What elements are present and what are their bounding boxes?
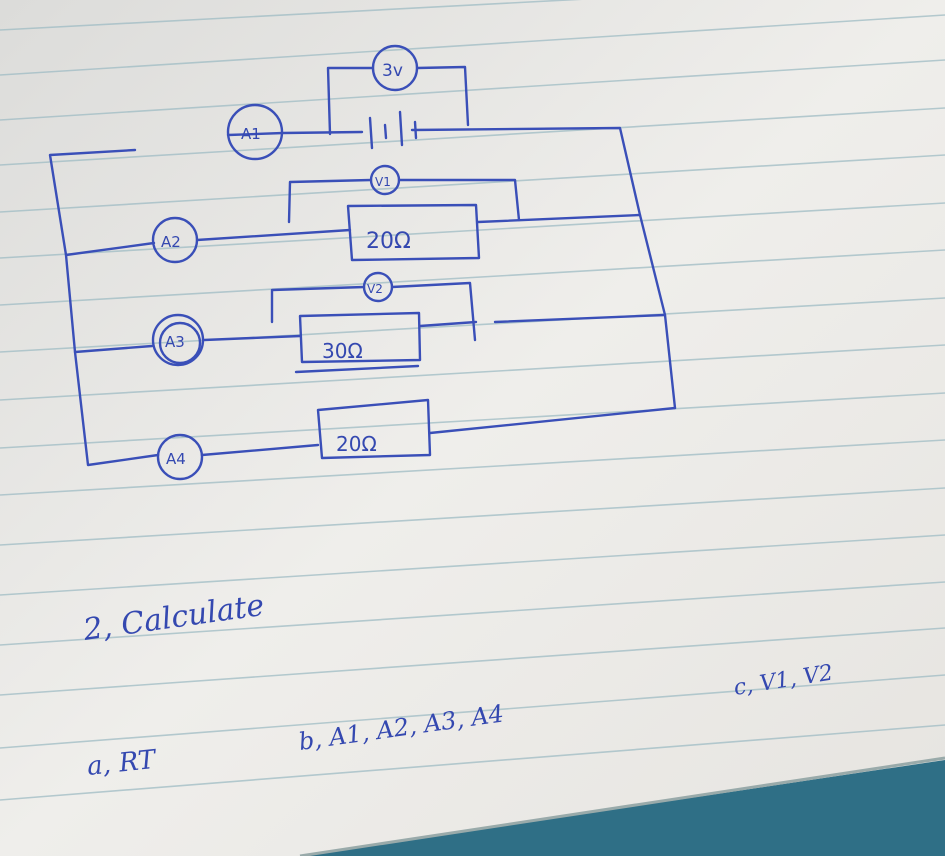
ammeter-a2-label: A2 (161, 233, 181, 251)
resistor-30-ohm-label: 30Ω (322, 339, 363, 363)
question-a: a, RT (86, 745, 159, 782)
voltmeter-3v-wires (326, 65, 470, 136)
voltmeter-v1 (369, 164, 401, 196)
voltmeter-v1-label: V1 (375, 175, 391, 189)
ammeter-a1-label: A1 (241, 125, 261, 143)
resistor-20-ohm-1 (346, 203, 481, 262)
battery-icon (368, 110, 418, 150)
ammeter-a3-label: A3 (165, 333, 185, 351)
page-edge (299, 756, 945, 856)
branch3-wires (200, 406, 677, 457)
voltmeter-v2-label: V2 (367, 282, 383, 296)
branch2-wires (73, 313, 667, 354)
voltmeter-v2-wires (270, 281, 477, 342)
ammeter-a3-inner-ring (158, 321, 202, 365)
ammeter-a1 (226, 103, 284, 161)
voltmeter-v1-wires (287, 178, 521, 224)
circuit-diagram: 3v A1 A2 20Ω V1 A3 30Ω V2 A4 20Ω (48, 44, 677, 481)
voltmeter-3v-label: 3v (382, 61, 403, 81)
resistor-20-ohm-2-label: 20Ω (336, 432, 377, 456)
ammeter-a2 (151, 216, 199, 264)
ammeter-a4 (156, 433, 204, 481)
branch1-wires (64, 213, 642, 257)
resistor-20-ohm-1-label: 20Ω (366, 229, 411, 254)
resistor-30-ohm (294, 311, 422, 374)
resistor-20-ohm-2 (316, 398, 432, 460)
ammeter-a4-label: A4 (166, 450, 186, 468)
voltmeter-v2 (362, 271, 394, 303)
voltmeter-3v (371, 44, 419, 92)
ammeter-a3 (151, 313, 205, 367)
